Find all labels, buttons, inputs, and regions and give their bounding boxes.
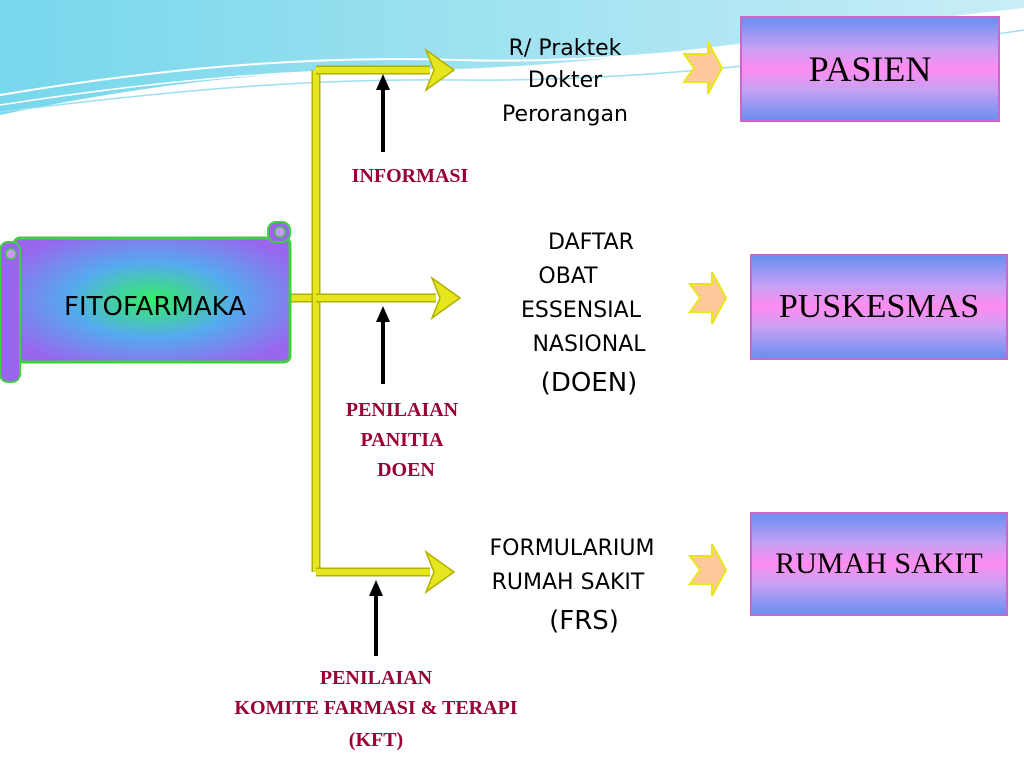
input-middle-line-1: PENILAIAN	[345, 399, 459, 421]
small-arrow-bottom	[688, 543, 728, 597]
branch-middle-line-5: (DOEN)	[540, 368, 638, 398]
arrowhead-top	[424, 47, 456, 93]
branch-middle-line-4: NASIONAL	[532, 332, 646, 357]
branch-bottom-line-1: FORMULARIUM	[489, 536, 655, 561]
arrowhead-bottom	[424, 549, 456, 595]
input-arrow-bottom	[369, 580, 383, 656]
branch-top-line-2: Dokter	[527, 68, 603, 93]
rumah-sakit-label: RUMAH SAKIT	[775, 547, 983, 580]
pasien-box: PASIEN	[740, 16, 1000, 122]
small-arrow-top	[682, 41, 724, 95]
branch-middle-line-1: DAFTAR	[548, 230, 634, 255]
rumah-sakit-box: RUMAH SAKIT	[750, 512, 1008, 616]
branch-connector	[290, 65, 436, 577]
small-arrow-middle	[688, 271, 728, 325]
branch-middle-line-3: ESSENSIAL	[521, 298, 641, 323]
input-bottom-line-2: KOMITE FARMASI & TERAPI	[234, 697, 518, 719]
puskesmas-box: PUSKESMAS	[750, 254, 1008, 360]
puskesmas-label: PUSKESMAS	[778, 288, 980, 325]
branch-bottom-line-2: RUMAH SAKIT	[491, 570, 645, 595]
input-middle-line-2: PANITIA	[360, 429, 444, 451]
branch-top-line-3: Perorangan	[502, 102, 628, 127]
branch-middle-line-2: OBAT	[538, 264, 598, 289]
input-middle-line-3: DOEN	[377, 459, 435, 481]
pasien-label: PASIEN	[808, 49, 932, 89]
input-arrow-middle	[376, 306, 390, 384]
branch-bottom-line-3: (FRS)	[549, 606, 619, 636]
branch-top-line-1: R/ Praktek	[508, 36, 622, 61]
input-bottom-line-3: (KFT)	[348, 729, 404, 751]
fitofarmaka-label: FITOFARMAKA	[64, 292, 246, 322]
input-bottom-line-1: PENILAIAN	[319, 667, 433, 689]
input-arrow-top	[376, 74, 390, 152]
input-top-label: INFORMASI	[351, 165, 469, 187]
arrowhead-middle	[430, 275, 462, 321]
fitofarmaka-scroll	[0, 221, 292, 383]
